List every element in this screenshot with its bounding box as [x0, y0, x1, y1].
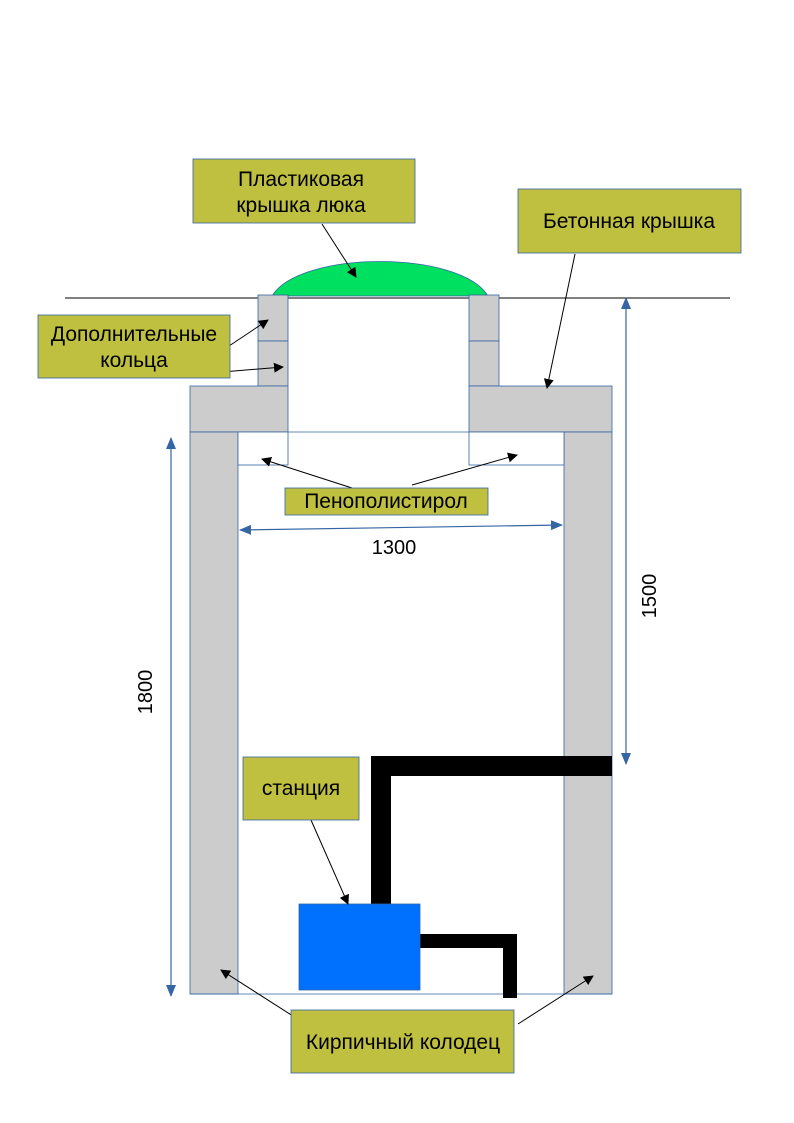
- label-plastic-lid: Пластиковая крышка люка: [192, 158, 416, 224]
- label-polystyrene-text: Пенополистирол: [304, 490, 468, 513]
- label-extra-rings-line2: кольца: [100, 349, 168, 372]
- label-brick-well-text: Кирпичный колодец: [306, 1031, 500, 1054]
- dimension-height-text: 1800: [135, 670, 157, 715]
- concrete-lid-right: [468, 385, 613, 433]
- extra-ring-left-lower: [257, 340, 289, 387]
- arrow-brick-right: [517, 975, 594, 1025]
- label-station: станция: [242, 756, 360, 821]
- label-brick-well: Кирпичный колодец: [290, 1009, 515, 1074]
- station-box: [298, 903, 421, 991]
- polystyrene-layer-left: [237, 431, 289, 466]
- dimension-width-line: [239, 520, 563, 535]
- label-extra-rings-line1: Дополнительные: [51, 323, 217, 346]
- outlet-pipe: [371, 756, 612, 904]
- label-concrete-lid: Бетонная крышка: [517, 188, 742, 254]
- extra-ring-right-lower: [468, 340, 500, 387]
- arrow-plastic-lid: [321, 223, 357, 278]
- label-polystyrene: Пенополистирол: [284, 487, 489, 516]
- label-extra-rings: Дополнительные кольца: [37, 314, 231, 379]
- arrow-polystyrene-left: [261, 457, 353, 489]
- polystyrene-layer-right: [468, 431, 565, 466]
- extra-ring-left-upper: [257, 294, 289, 342]
- arrow-brick-left: [220, 969, 297, 1019]
- dimension-width-text: 1300: [372, 537, 417, 559]
- dimension-depth-text: 1500: [639, 574, 661, 619]
- extra-ring-right-upper: [468, 294, 500, 342]
- arrow-station: [310, 819, 349, 905]
- arrow-extra-ring-lower: [221, 362, 284, 373]
- drain-pipe: [420, 934, 517, 998]
- brick-wall-left: [189, 431, 239, 995]
- arrow-polystyrene-right: [411, 452, 518, 486]
- label-station-text: станция: [262, 777, 340, 800]
- plastic-lid-shape: [271, 261, 489, 297]
- brick-wall-right: [563, 431, 613, 995]
- concrete-lid-left: [189, 385, 289, 433]
- arrow-concrete-lid: [543, 253, 576, 389]
- label-plastic-lid-line2: крышка люка: [236, 194, 366, 217]
- label-plastic-lid-line1: Пластиковая: [238, 168, 364, 191]
- label-concrete-lid-text: Бетонная крышка: [543, 210, 715, 233]
